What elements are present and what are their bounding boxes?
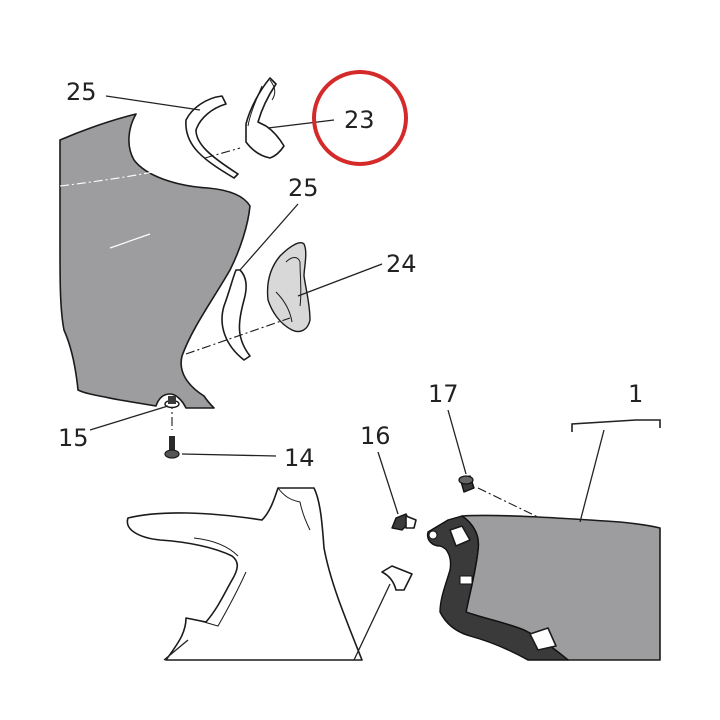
- callout-15: 15: [58, 424, 89, 452]
- assembly-line-upper: [204, 147, 241, 159]
- callout-1: 1: [628, 380, 643, 408]
- highlight-ring-23: [312, 70, 408, 166]
- leader-23: [267, 119, 335, 129]
- assembly-line-grommet: [477, 487, 541, 519]
- callout-23: 23: [344, 106, 375, 134]
- leader-15: [89, 405, 169, 431]
- clip-16: [391, 513, 417, 531]
- leader-16: [377, 451, 399, 515]
- leader-1: [579, 429, 605, 523]
- side-fairing-panel: [59, 113, 251, 409]
- small-tab-piece: [381, 565, 413, 591]
- callout-17: 17: [428, 380, 459, 408]
- leader-lower-panel: [163, 639, 189, 661]
- leader-24: [297, 263, 383, 297]
- bracket-24: [266, 242, 311, 333]
- callout-24: 24: [386, 250, 417, 278]
- leader-25-middle: [239, 203, 299, 271]
- assembly-line-middle: [185, 317, 291, 355]
- callout-14: 14: [284, 444, 315, 472]
- main-body-1-bracket: [571, 419, 661, 432]
- main-body-1: [426, 514, 661, 661]
- bracket-23: [245, 77, 285, 159]
- grommet-17: [458, 475, 475, 493]
- seal-strip-25-top: [185, 95, 239, 179]
- leader-17: [447, 409, 467, 475]
- callout-25-top: 25: [66, 78, 97, 106]
- seal-strip-25-middle: [221, 269, 251, 361]
- screw-14: [164, 436, 180, 459]
- leader-25-top: [105, 95, 201, 111]
- callout-16: 16: [360, 422, 391, 450]
- leader-small-tab: [353, 583, 391, 661]
- leader-14: [181, 453, 277, 457]
- lower-cover-panel: [126, 487, 363, 661]
- washer-15: [164, 396, 180, 409]
- callout-25-middle: 25: [288, 174, 319, 202]
